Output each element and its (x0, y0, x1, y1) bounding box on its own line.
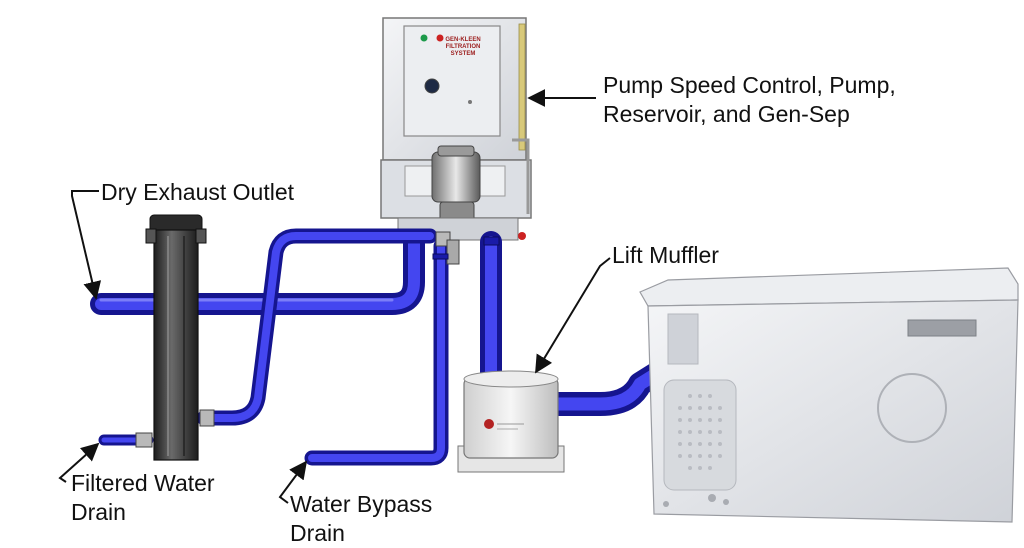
callout-pump-speed-control: Pump Speed Control, Pump, Reservoir, and… (603, 71, 896, 129)
callout-pump-line-1: Pump Speed Control, Pump, (603, 72, 896, 98)
control-panel-door (403, 25, 501, 137)
panel-screw-icon (468, 100, 472, 104)
pump-motor (431, 151, 481, 203)
red-valve-icon (518, 232, 526, 240)
panel-brand-line-1: GEN-KLEEN (445, 37, 480, 43)
arrow-water-bypass (278, 460, 308, 504)
level-gauge (518, 23, 526, 151)
arrow-dry-exhaust (71, 190, 102, 300)
pipe-network (90, 228, 668, 466)
muffler-logo-icon (484, 419, 494, 429)
callout-dry-exhaust-outlet: Dry Exhaust Outlet (101, 179, 295, 205)
enclosure-grille (663, 379, 737, 491)
callout-bypass-line-2: Drain (290, 520, 345, 546)
generator-enclosure (639, 267, 1019, 523)
enclosure-access-port (877, 373, 947, 443)
callout-arrows (58, 89, 611, 504)
callout-filtered-water-drain: Filtered Water Drain (71, 469, 215, 527)
muffler-body (463, 377, 559, 459)
enclosure-vent-top (667, 313, 699, 365)
filter-mount-bracket (195, 228, 207, 244)
filter-feed-pipe (196, 228, 438, 426)
pump-control-unit: GEN-KLEEN FILTRATION SYSTEM (380, 17, 532, 241)
panel-brand-line-2: FILTRATION (446, 44, 481, 50)
grille-holes (678, 394, 722, 470)
callout-bypass-line-1: Water Bypass (290, 491, 433, 517)
enclosure-nameplate (907, 319, 977, 337)
arrow-lift-muffler (535, 257, 611, 374)
panel-brand-line-3: SYSTEM (451, 51, 476, 57)
speed-control-knob-icon (424, 78, 440, 94)
water-filter (145, 214, 207, 461)
dry-exhaust-pipe (90, 233, 425, 315)
motor-cap (437, 145, 475, 157)
callout-filtered-line-1: Filtered Water (71, 470, 215, 496)
callout-pump-line-2: Reservoir, and Gen-Sep (603, 101, 850, 127)
callout-water-bypass-drain: Water Bypass Drain (290, 490, 432, 548)
pipe-couplings (135, 231, 500, 448)
arrow-filtered-water (58, 442, 100, 483)
sight-tube (512, 138, 530, 214)
muffler-top (463, 370, 559, 388)
callout-filtered-line-2: Drain (71, 499, 126, 525)
enclosure-foot-hole-icon (708, 494, 716, 502)
callout-lift-muffler: Lift Muffler (612, 242, 719, 268)
filter-body (153, 229, 199, 461)
lift-muffler (457, 370, 565, 473)
enclosure-top (639, 267, 1019, 307)
enclosure-front (647, 299, 1019, 523)
indicator-light-green-icon (420, 34, 428, 42)
indicator-light-red-icon (436, 34, 444, 42)
